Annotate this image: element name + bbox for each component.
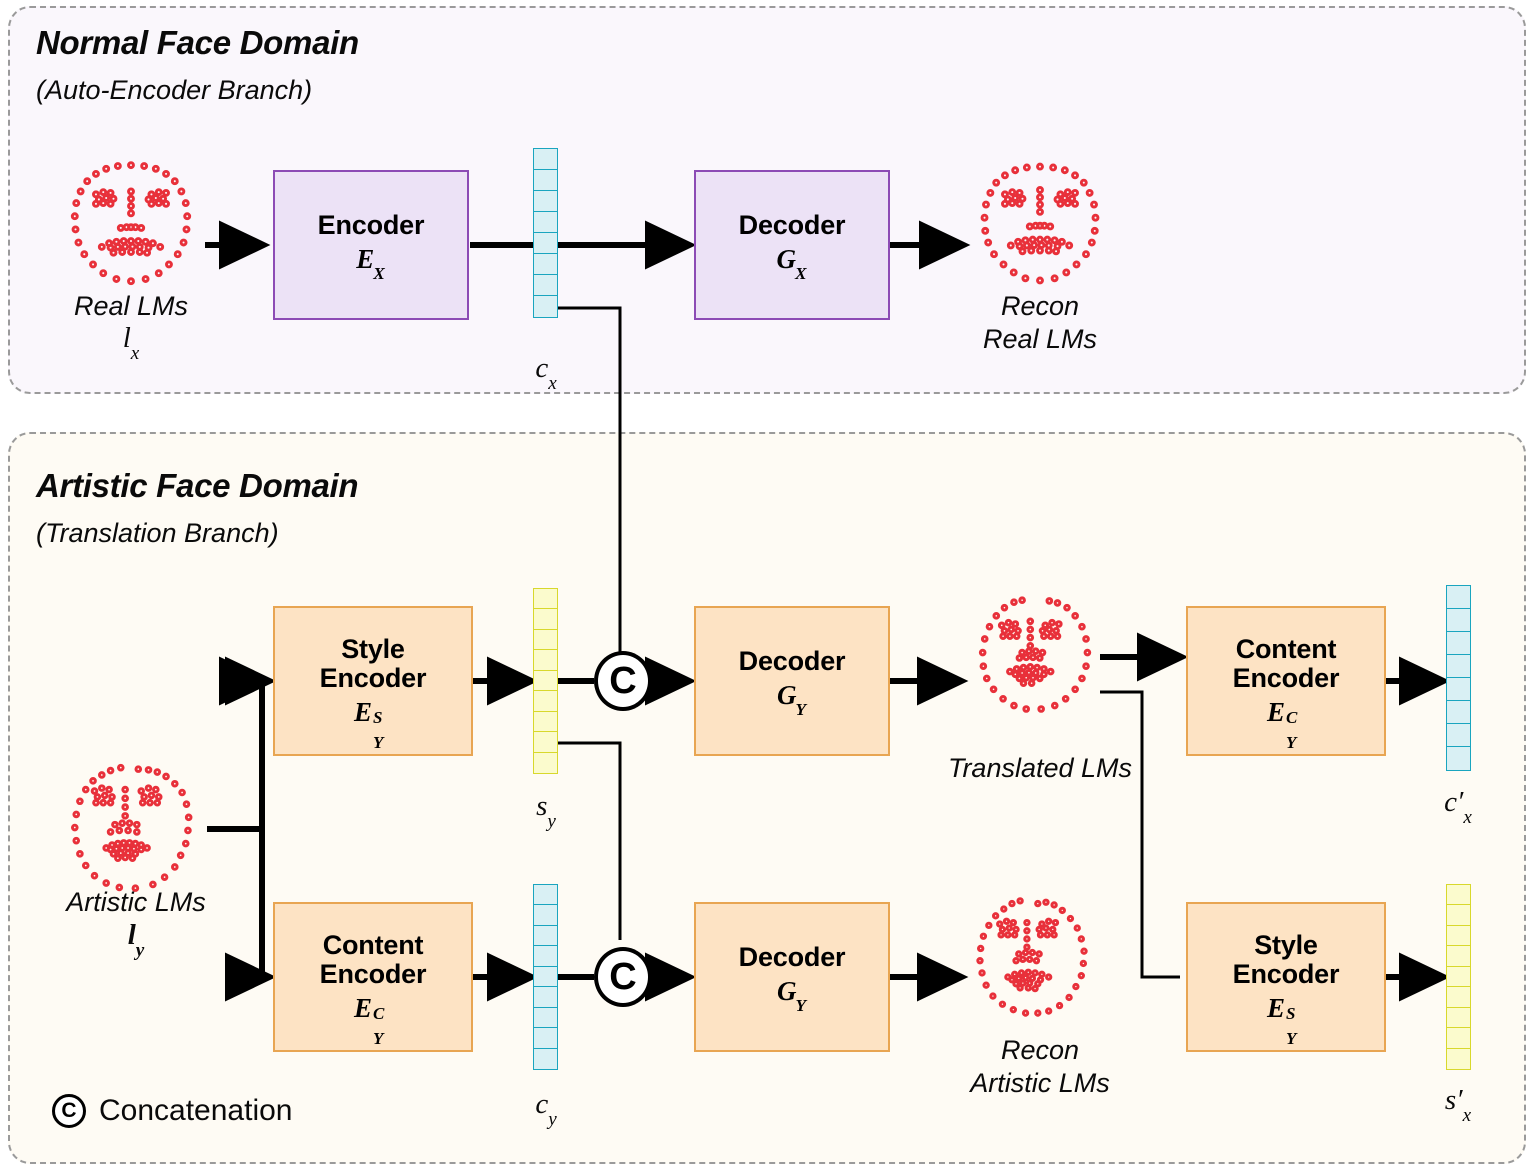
normal-domain-title: Normal Face Domain bbox=[36, 24, 359, 61]
concat-node-top[interactable]: C bbox=[594, 651, 652, 711]
box-decoder-gy-bottom[interactable]: Decoder GY bbox=[694, 902, 890, 1052]
landmark-image-recon-real-lms bbox=[980, 162, 1100, 285]
normal-domain-subtitle: (Auto-Encoder Branch) bbox=[36, 75, 313, 105]
vector-label-c-x-prime: c′x bbox=[1444, 786, 1472, 828]
label-translated-lms: Translated LMs bbox=[947, 753, 1133, 783]
label-real-lms: Real LMs bbox=[73, 291, 189, 321]
box-style-encoder-2-line1: Style bbox=[1254, 930, 1318, 961]
box-decoder-gx-title: Decoder bbox=[738, 210, 846, 241]
artistic-domain-subtitle: (Translation Branch) bbox=[36, 518, 279, 548]
vector-s-y bbox=[533, 588, 558, 774]
label-recon-artistic-lms: Recon Artistic LMs bbox=[970, 1035, 1110, 1098]
box-decoder-gx-symbol: GX bbox=[776, 243, 807, 283]
box-encoder-ex-symbol: EX bbox=[356, 243, 385, 283]
vector-label-s-y: sy bbox=[536, 790, 556, 832]
box-encoder-ex[interactable]: Encoder EX bbox=[273, 170, 469, 320]
box-decoder-gy-bottom-title: Decoder bbox=[738, 942, 846, 973]
legend-concat-label: Concatenation bbox=[99, 1094, 293, 1127]
vector-c-x-prime bbox=[1446, 585, 1471, 771]
landmark-image-artistic-lms bbox=[70, 763, 193, 892]
box-style-encoder-1-line1: Style bbox=[341, 634, 405, 665]
vector-label-c-x: cx bbox=[535, 352, 557, 394]
artistic-domain-title: Artistic Face Domain bbox=[36, 467, 359, 504]
vector-label-c-y: cy bbox=[535, 1088, 557, 1130]
symbol-l-x: lx bbox=[122, 322, 140, 364]
label-artistic-lms: Artistic LMs bbox=[66, 887, 206, 917]
box-style-encoder-1-line2: Encoder bbox=[319, 663, 427, 694]
vector-label-s-x-prime: s′x bbox=[1444, 1084, 1472, 1126]
box-decoder-gx[interactable]: Decoder GX bbox=[694, 170, 890, 320]
box-decoder-gy-top-title: Decoder bbox=[738, 646, 846, 677]
concat-node-bottom[interactable]: C bbox=[594, 947, 652, 1007]
symbol-l-y: ly bbox=[127, 919, 145, 961]
box-decoder-gy-top-symbol: GY bbox=[776, 679, 807, 719]
vector-c-x bbox=[533, 148, 558, 318]
box-content-encoder-2-line1: Content bbox=[1235, 634, 1337, 665]
label-recon-real-lms: Recon Real LMs bbox=[982, 291, 1098, 354]
box-style-encoder-2-line2: Encoder bbox=[1232, 959, 1340, 990]
box-content-encoder-1-line1: Content bbox=[322, 930, 424, 961]
landmark-image-real-lms bbox=[70, 161, 192, 286]
box-decoder-gy-top[interactable]: Decoder GY bbox=[694, 606, 890, 756]
landmark-image-translated-lms bbox=[978, 596, 1092, 713]
vector-c-y bbox=[533, 884, 558, 1070]
landmark-image-recon-artistic-lms bbox=[976, 897, 1088, 1017]
box-content-encoder-1-line2: Encoder bbox=[319, 959, 427, 990]
legend-concatenation: C Concatenation bbox=[52, 1094, 292, 1128]
legend-concat-icon: C bbox=[52, 1094, 86, 1128]
box-encoder-ex-title: Encoder bbox=[317, 210, 425, 241]
vector-s-x-prime bbox=[1446, 884, 1471, 1070]
box-decoder-gy-bottom-symbol: GY bbox=[776, 975, 807, 1015]
box-content-encoder-2-line2: Encoder bbox=[1232, 663, 1340, 694]
